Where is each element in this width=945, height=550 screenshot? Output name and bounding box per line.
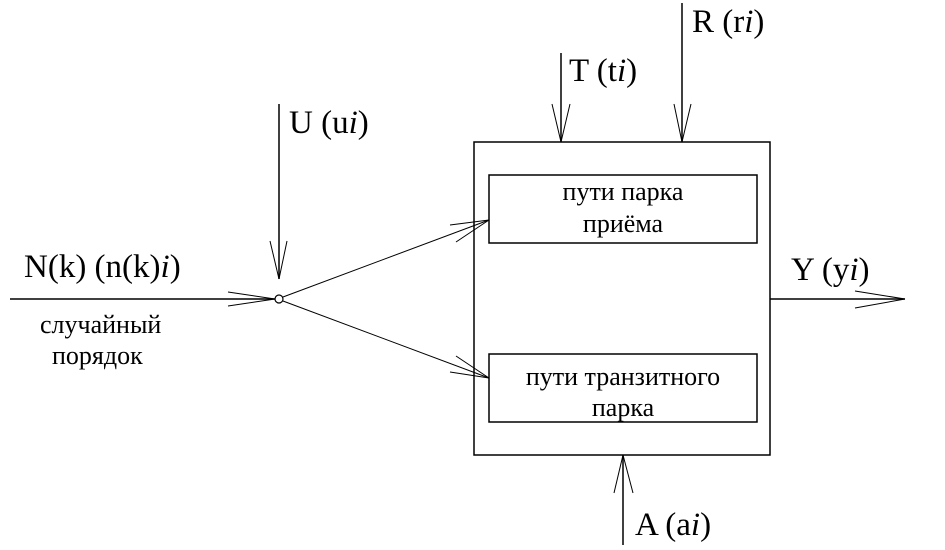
branch-arrow-reception (282, 219, 490, 298)
label-output-y: Y (yi) (791, 252, 870, 288)
branch-arrow-transit (282, 300, 490, 379)
label-control-r: R (ri) (692, 4, 764, 40)
input-arrow-n (10, 291, 276, 307)
block-reception-line1: пути парка (563, 177, 684, 206)
label-random-order-2: порядок (52, 341, 143, 370)
label-control-u: U (ui) (289, 105, 369, 141)
label-input-a: A (ai) (635, 507, 711, 543)
block-transit-line1: пути транзитного (526, 362, 720, 391)
input-arrow-a (613, 454, 634, 545)
block-reception-line2: приёма (583, 209, 664, 238)
branch-node (274, 294, 284, 304)
label-input-n: N(k) (n(k)i) (24, 249, 181, 285)
block-transit-tracks (488, 353, 758, 423)
label-random-order-1: случайный (40, 310, 161, 339)
label-control-t: T (ti) (569, 53, 637, 89)
output-arrow-y (770, 290, 906, 309)
control-arrow-u (269, 104, 288, 280)
block-transit-line2: парка (592, 393, 655, 422)
control-arrow-r (673, 3, 692, 143)
control-arrow-t (551, 53, 571, 143)
block-reception-tracks (488, 174, 758, 244)
